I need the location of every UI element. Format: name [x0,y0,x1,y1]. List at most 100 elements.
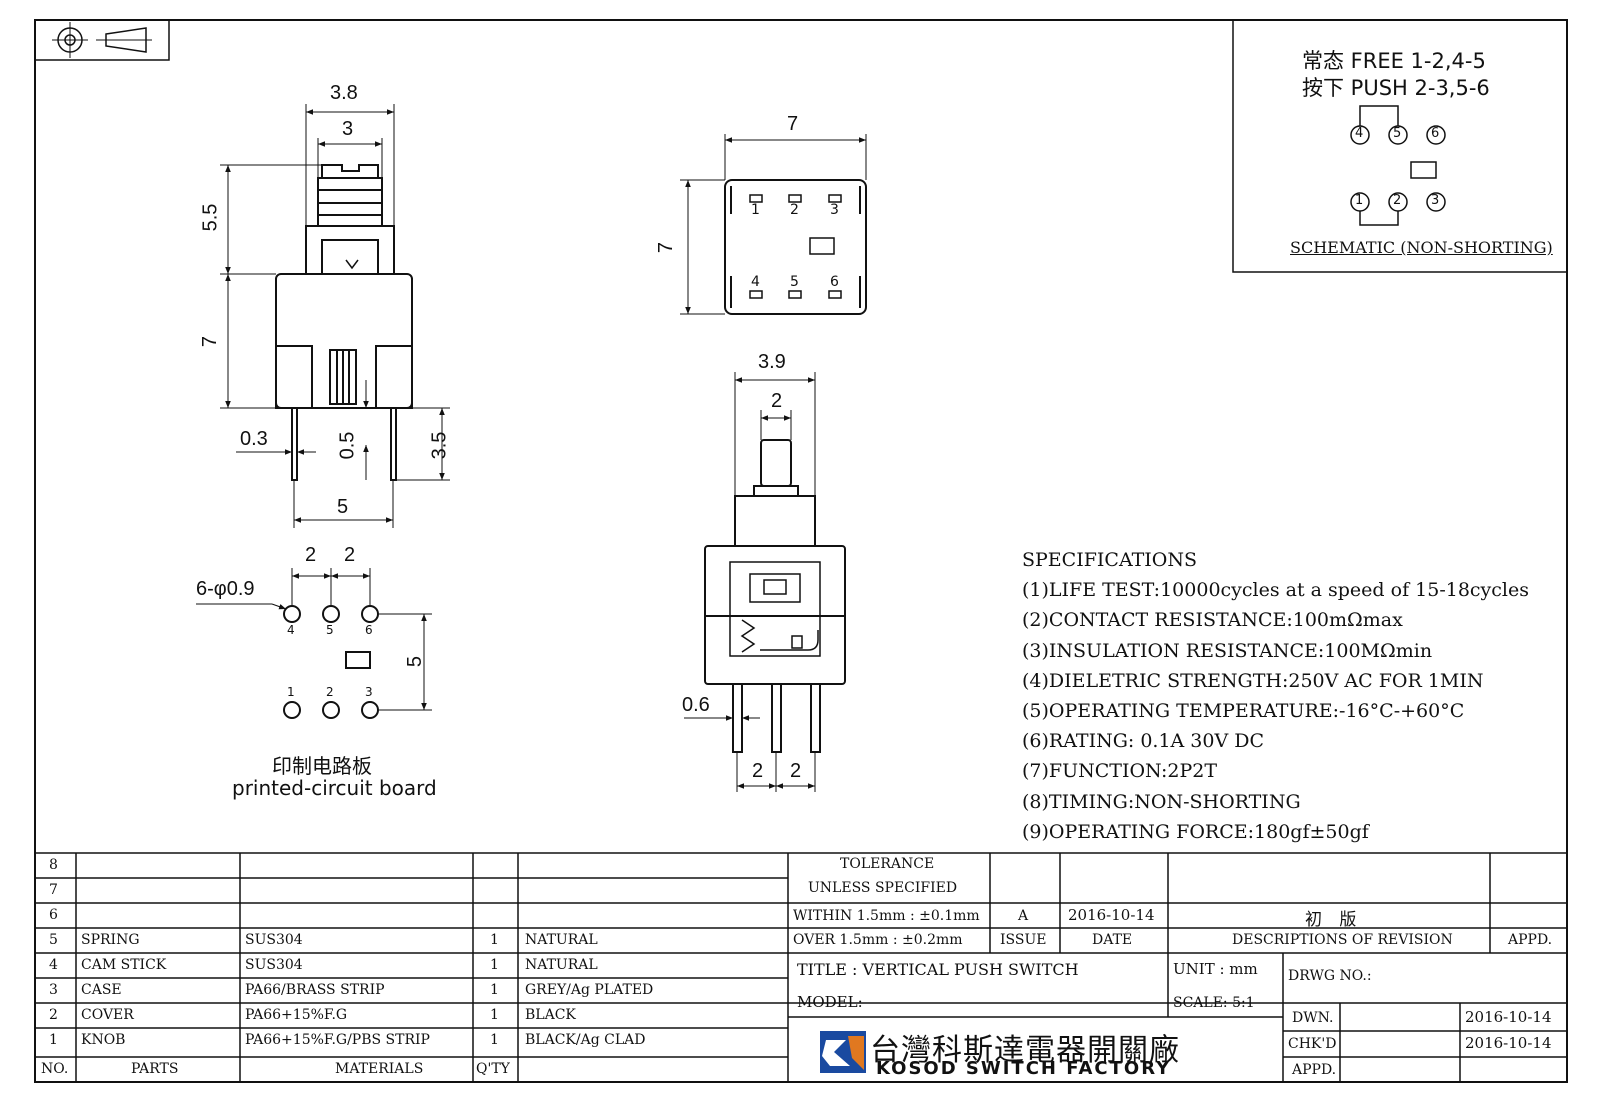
scale-label: SCALE: 5:1 [1173,995,1255,1011]
dwn-label: DWN. [1292,1010,1334,1026]
dim-pitch-a: 2 [752,760,764,782]
appd-header: APPD. [1508,932,1553,948]
top-pin-4: 4 [751,274,760,290]
bom-part: CASE [81,982,122,998]
table-row: 5 SPRING SUS304 1 NATURAL [35,928,788,953]
schematic-pins [1350,105,1446,226]
schematic-pin-1: 1 [1355,193,1364,208]
table-row: 7 [35,878,788,903]
pcb-hole-label: 6-φ0.9 [196,578,255,600]
bom-qty: 1 [490,982,499,998]
bom-finish: NATURAL [525,932,598,948]
top-pin-6: 6 [830,274,839,290]
schematic-caption: SCHEMATIC (NON-SHORTING) [1290,238,1553,257]
table-row: 4 CAM STICK SUS304 1 NATURAL [35,953,788,978]
pcb-pin-6: 6 [365,623,373,637]
bom-no: 3 [49,982,58,998]
table-row: 3 CASE PA66/BRASS STRIP 1 GREY/Ag PLATED [35,978,788,1003]
dim-5-side: 5 [337,496,349,518]
date-value: 2016-10-14 [1068,906,1155,924]
bom-finish: BLACK/Ag CLAD [525,1032,646,1048]
schematic-title-2: 按下 PUSH 2-3,5-6 [1302,76,1490,100]
front-view [704,439,846,753]
top-view-dims [680,134,867,315]
spec-item: (4)DIELETRIC STRENGTH:250V AC FOR 1MIN [1022,669,1484,692]
top-pin-3: 3 [830,202,839,218]
tolerance-1: TOLERANCE [840,856,935,872]
bom-no: 4 [49,957,58,973]
dim-3-5: 3.5 [428,431,451,460]
header-parts: PARTS [131,1061,179,1077]
bom-material: PA66+15%F.G/PBS STRIP [245,1032,430,1048]
dwn-date: 2016-10-14 [1465,1008,1552,1026]
dim-3-8: 3.8 [330,82,358,104]
spec-item: (9)OPERATING FORCE:180gf±50gf [1022,820,1369,843]
table-row: 6 [35,903,788,928]
drwg-no-label: DRWG NO.: [1288,968,1372,984]
bom-part: CAM STICK [81,957,167,973]
bom-no: 1 [49,1032,58,1048]
bom-part: KNOB [81,1032,126,1048]
dim-3-9: 3.9 [758,351,786,373]
header-no: NO. [41,1061,69,1077]
bom-material: SUS304 [245,957,303,973]
dim-0-3: 0.3 [240,428,268,450]
date-header: DATE [1092,932,1133,948]
model-label: MODEL: [797,993,863,1011]
description-header: DESCRIPTIONS OF REVISION [1232,932,1453,948]
unit-label: UNIT : mm [1173,960,1258,978]
bom-material: PA66/BRASS STRIP [245,982,385,998]
table-row: 8 [35,853,788,878]
table-row: 2 COVER PA66+15%F.G 1 BLACK [35,1003,788,1028]
pcb-pin-2: 2 [326,685,334,699]
bom-qty: 1 [490,957,499,973]
header-materials: MATERIALS [335,1061,424,1077]
dim-pitch-b: 2 [790,760,802,782]
dim-7-side: 7 [199,335,222,348]
bom-no: 7 [49,882,58,898]
spec-item: (8)TIMING:NON-SHORTING [1022,790,1301,813]
schematic-box [1232,19,1568,273]
bom-material: SUS304 [245,932,303,948]
spec-item: (1)LIFE TEST:10000cycles at a speed of 1… [1022,579,1529,602]
spec-item: (3)INSULATION RESISTANCE:100MΩmin [1022,639,1433,662]
pcb-dim-5: 5 [404,655,427,668]
chkd-label: CHK'D [1288,1036,1337,1052]
spec-item: (6)RATING: 0.1A 30V DC [1022,730,1265,753]
dim-3: 3 [342,118,354,140]
bom-finish: BLACK [525,1007,576,1023]
tolerance-over: OVER 1.5mm : ±0.2mm [793,932,963,948]
schematic-pin-2: 2 [1393,193,1402,208]
pcb-pin-1: 1 [287,685,295,699]
bom-qty: 1 [490,932,499,948]
pcb-pin-3: 3 [365,685,373,699]
dim-2-front: 2 [771,390,783,412]
company-name-en: KOSOD SWITCH FACTORY [876,1058,1172,1079]
spec-item: (7)FUNCTION:2P2T [1022,760,1218,783]
header-qty: Q'TY [476,1061,510,1077]
pcb-dim-b: 2 [344,544,356,566]
top-pin-5: 5 [790,274,799,290]
bom-qty: 1 [490,1032,499,1048]
top-view [724,179,867,315]
bom-finish: NATURAL [525,957,598,973]
pcb-dim-a: 2 [305,544,317,566]
top-pin-2: 2 [790,202,799,218]
bom-finish: GREY/Ag PLATED [525,982,654,998]
dim-5-5: 5.5 [199,203,222,232]
specifications: SPECIFICATIONS (1)LIFE TEST:10000cycles … [1022,545,1529,847]
issue-header: ISSUE [1000,932,1047,948]
dim-0-5: 0.5 [336,431,359,460]
front-view-dims [684,372,816,792]
pcb-dims [196,568,432,711]
bom-part: SPRING [81,932,140,948]
bom-material: PA66+15%F.G [245,1007,348,1023]
revision-description: 初 版 [1305,910,1363,930]
pcb-pin-4: 4 [287,623,295,637]
appd-label: APPD. [1292,1062,1337,1078]
tolerance-2: UNLESS SPECIFIED [808,880,958,896]
schematic-title-1: 常态 FREE 1-2,4-5 [1302,49,1486,73]
bom-no: 6 [49,907,58,923]
drawing-title: TITLE : VERTICAL PUSH SWITCH [797,960,1079,979]
